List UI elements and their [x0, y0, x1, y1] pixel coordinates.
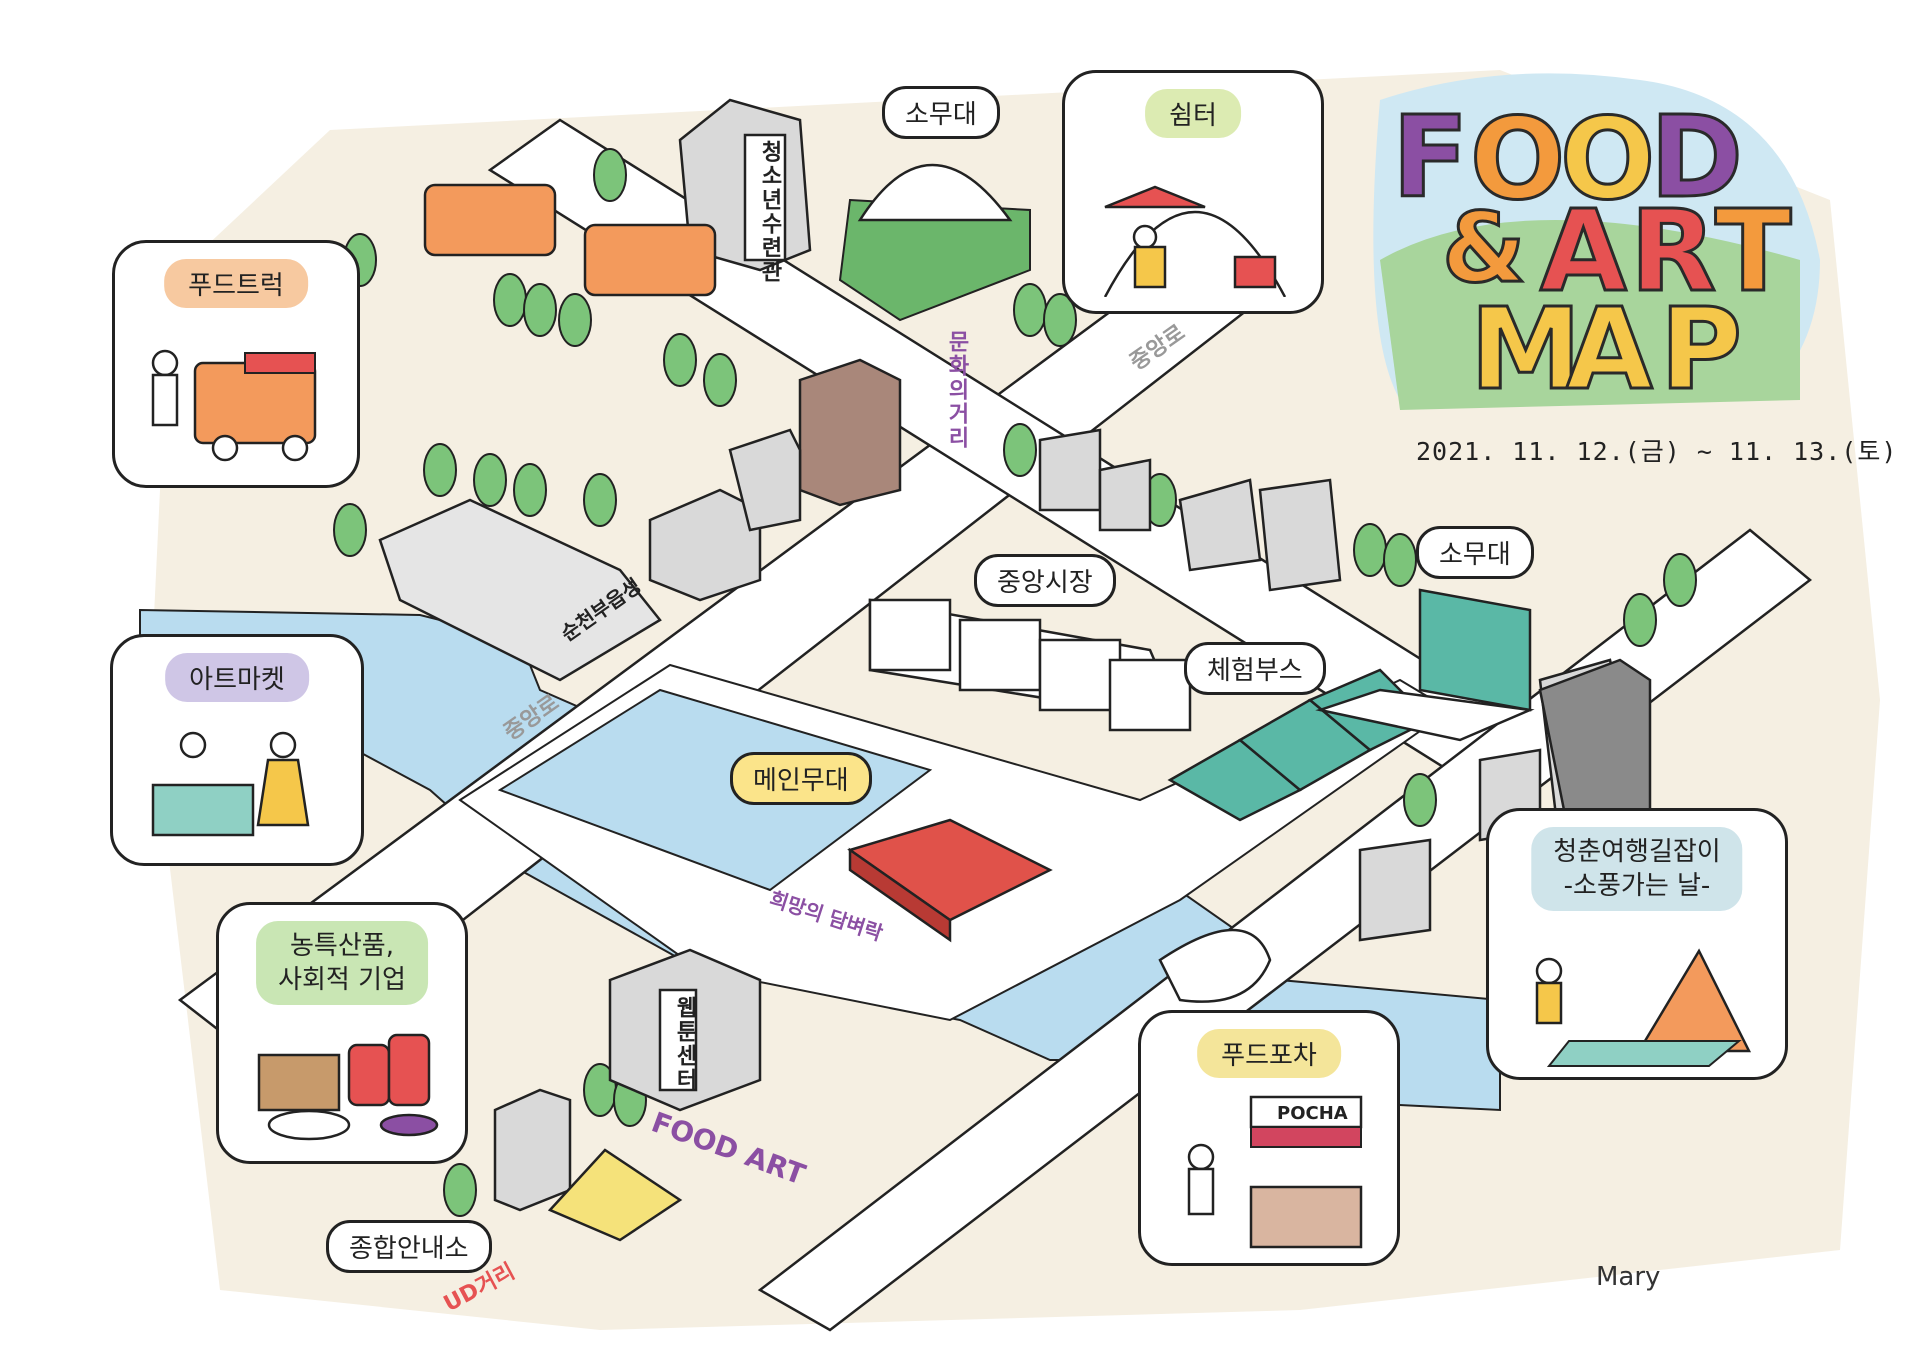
tree	[558, 293, 592, 347]
label-small-stage-right: 소무대	[1416, 526, 1534, 579]
title-backdrop	[1373, 73, 1820, 410]
youth-center-sign	[743, 133, 787, 262]
callout-title-line: 사회적 기업	[278, 965, 406, 995]
callout-food-truck: 푸드트럭	[112, 240, 360, 488]
food-truck-2	[583, 223, 717, 297]
gray-building	[648, 488, 762, 602]
callout-title: 청춘여행길잡이 -소풍가는 날-	[1531, 827, 1743, 911]
market-stall	[1108, 658, 1192, 732]
title-letter: A	[1539, 187, 1629, 317]
tree	[593, 148, 627, 202]
title-letter: &	[1441, 192, 1528, 304]
event-date: 2021. 11. 12.(금) ~ 11. 13.(토)	[1416, 437, 1898, 466]
tree	[473, 453, 507, 507]
youth-center-text: 청소년수련관	[757, 140, 782, 284]
plaza-river	[497, 688, 933, 892]
callout-youth-travel: 청춘여행길잡이 -소풍가는 날-	[1486, 808, 1788, 1080]
shelter-illustration	[1103, 185, 1287, 297]
tree	[1663, 553, 1697, 607]
tree	[493, 273, 527, 327]
title-letter: O	[1558, 95, 1656, 225]
tree	[1403, 773, 1437, 827]
tree	[1383, 533, 1417, 587]
callout-title: 푸드트럭	[164, 259, 308, 308]
pocha-sign: POCHA	[1277, 1103, 1348, 1124]
callout-title-line: 청춘여행길잡이	[1553, 837, 1721, 867]
market-stall	[868, 598, 952, 672]
label-small-stage-top: 소무대	[882, 86, 1000, 139]
yellow-tent	[547, 1148, 683, 1242]
title-hill	[1380, 220, 1800, 410]
callout-agri-products: 농특산품, 사회적 기업	[216, 902, 468, 1164]
food-truck-1	[423, 183, 557, 257]
top-stage-dome	[857, 163, 1013, 222]
tree	[513, 463, 547, 517]
market-stall	[1038, 638, 1122, 712]
title-letter: O	[1468, 95, 1566, 225]
tree	[523, 283, 557, 337]
callout-title-line: 농특산품,	[290, 931, 394, 961]
culture-street-gate-text: 문화의거리	[944, 330, 969, 450]
label-experience-booth: 체험부스	[1184, 642, 1326, 695]
youth-travel-illustration	[1535, 948, 1752, 1067]
tree	[1003, 423, 1037, 477]
title-letter: T	[1713, 187, 1792, 317]
gray-building	[1178, 478, 1262, 572]
stadium	[378, 498, 662, 682]
callout-title: 아트마켓	[165, 653, 309, 702]
callout-food-pocha: 푸드포차 POCHA	[1138, 1010, 1400, 1266]
artist-signature: Mary	[1596, 1262, 1661, 1292]
gray-building	[728, 428, 802, 532]
callout-title: 쉼터	[1145, 89, 1241, 138]
label-main-stage: 메인무대	[730, 752, 872, 805]
gray-building	[1098, 458, 1152, 532]
callout-title-line: -소풍가는 날-	[1563, 871, 1711, 901]
food-pocha-illustration	[1187, 1095, 1363, 1249]
title-letter: D	[1649, 93, 1745, 223]
buildings	[378, 98, 1652, 1242]
tree	[1043, 293, 1077, 347]
small-stage-right	[1418, 588, 1532, 712]
label-info-center: 종합안내소	[326, 1220, 492, 1273]
callout-title: 농특산품, 사회적 기업	[256, 921, 428, 1005]
title-letter: P	[1658, 285, 1743, 415]
tree	[443, 1163, 477, 1217]
tree	[703, 353, 737, 407]
title-letter: M	[1468, 285, 1582, 415]
small-stage-floor	[1315, 688, 1535, 742]
tree	[1013, 283, 1047, 337]
gray-building	[1258, 478, 1342, 592]
label-central-market: 중앙시장	[974, 554, 1116, 607]
callout-art-market: 아트마켓	[110, 634, 364, 866]
title-letter: A	[1565, 285, 1655, 415]
tree	[1623, 593, 1657, 647]
tree	[663, 333, 697, 387]
brick-building	[798, 358, 902, 507]
webtoon-sign	[658, 988, 698, 1092]
info-building	[493, 1088, 572, 1212]
tree	[423, 443, 457, 497]
webtoon-center-text: 웹툰센터	[672, 996, 697, 1092]
gray-building	[1358, 838, 1432, 942]
tree	[333, 503, 367, 557]
callout-title: 푸드포차	[1197, 1029, 1341, 1078]
food-truck-illustration	[151, 349, 317, 462]
title-letter: R	[1628, 187, 1717, 317]
tree	[1353, 523, 1387, 577]
art-market-illustration	[151, 731, 310, 837]
agri-products-illustration	[257, 1033, 439, 1141]
market-stall	[958, 618, 1042, 692]
main-stage-side	[848, 847, 952, 943]
callout-shelter: 쉼터	[1062, 70, 1324, 314]
tree	[583, 473, 617, 527]
circle-plaza	[1158, 928, 1272, 1003]
gray-building	[1038, 428, 1102, 512]
title-letter: F	[1391, 93, 1470, 223]
